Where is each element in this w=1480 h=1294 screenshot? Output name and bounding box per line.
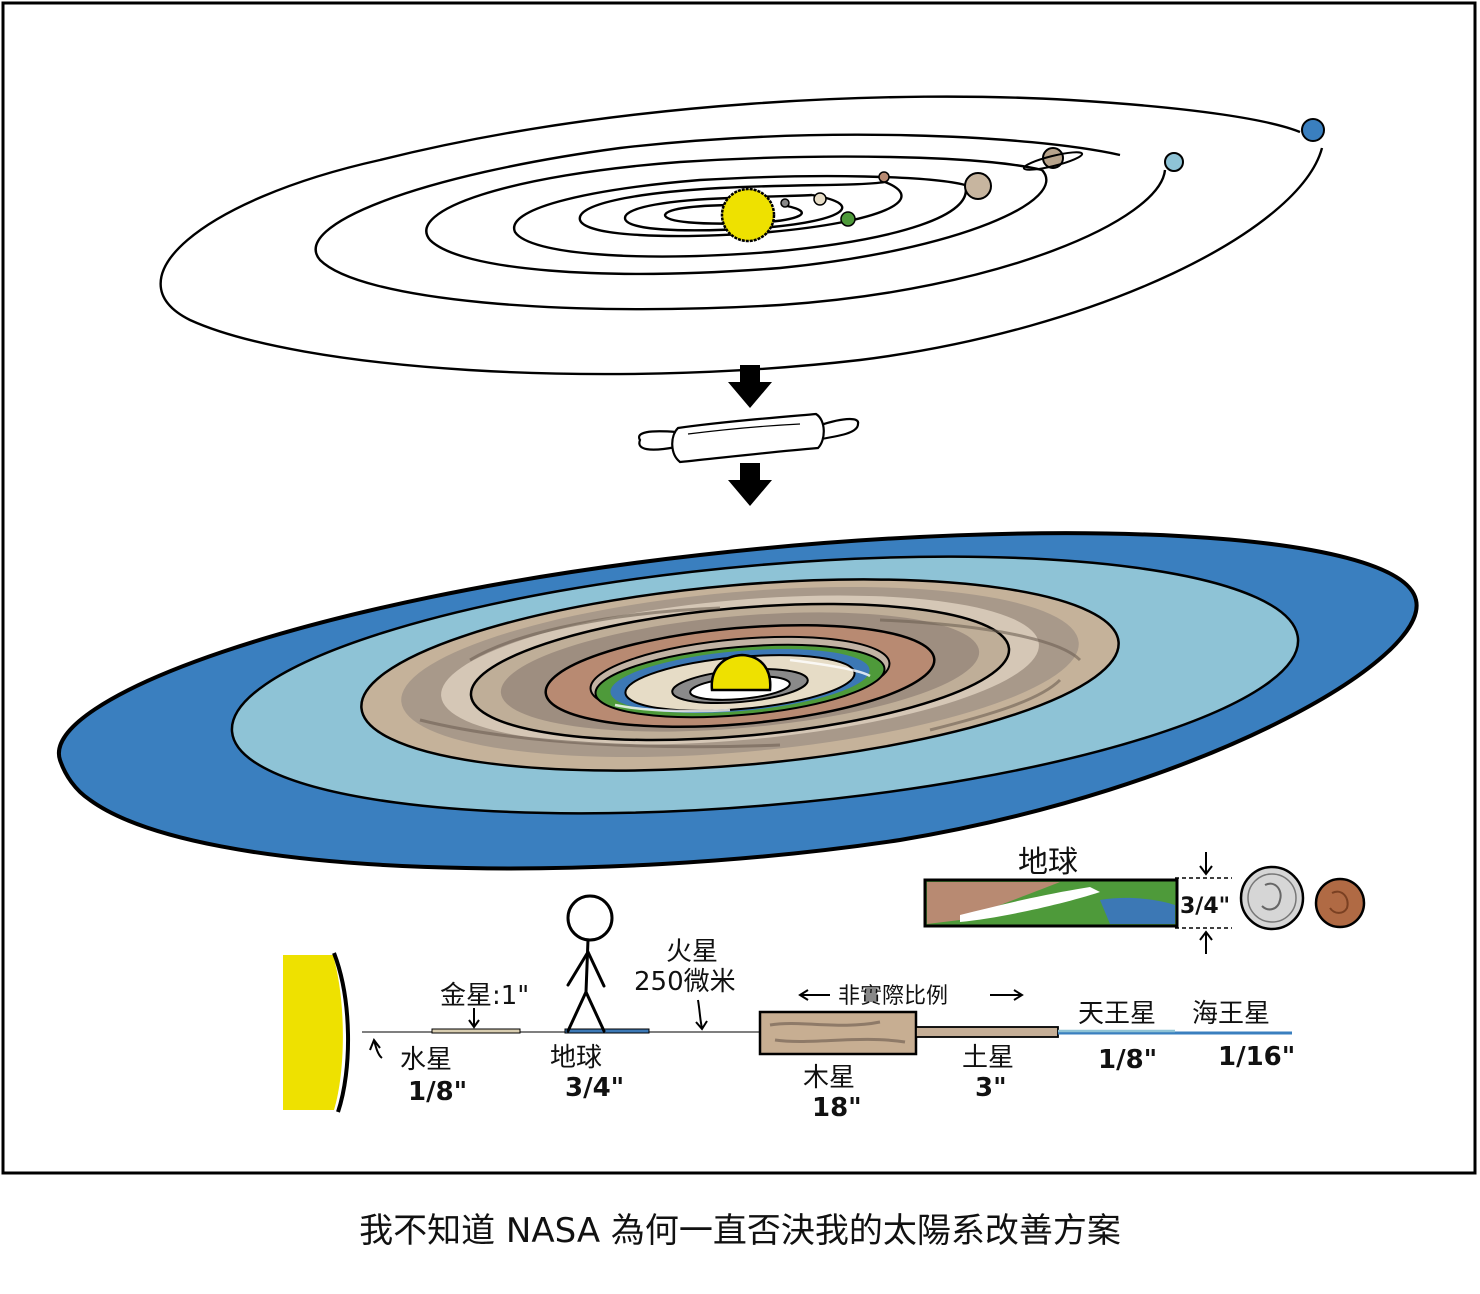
sun-edge [283, 955, 343, 1110]
earth-size-label: 3/4" [565, 1073, 624, 1103]
stick-figure-icon [566, 894, 614, 1033]
flattened-solar-system [56, 531, 1419, 871]
caption: 我不知道 NASA 為何一直否決我的太陽系改善方案 [359, 1211, 1121, 1251]
neptune-size-label: 1/16" [1218, 1042, 1295, 1072]
sun-mid [710, 653, 772, 692]
sun-top [720, 187, 776, 243]
earth-top [840, 211, 856, 227]
saturn-top [1022, 147, 1084, 171]
earth-inset-label: 地球 [1018, 845, 1078, 880]
down-arrow-icon [728, 365, 772, 408]
mercury-size-label: 1/8" [408, 1077, 467, 1107]
venus-top [813, 192, 827, 206]
earth-inset: 地球 3/4" [923, 845, 1232, 954]
sun-disc [720, 187, 776, 243]
saturn-size-label: 3" [975, 1073, 1007, 1103]
saturn-label: 土星 [962, 1043, 1014, 1073]
rolling-pin-icon [637, 412, 860, 464]
jupiter-label: 木星 [803, 1063, 855, 1093]
uranus-label: 天王星 [1078, 999, 1156, 1029]
penny-coin-icon [1314, 877, 1366, 929]
down-arrow-icon-2 [728, 463, 772, 506]
not-to-scale-label: 非實際比例 [838, 984, 948, 1009]
mars-top [878, 171, 890, 183]
jupiter-size-label: 18" [812, 1093, 862, 1123]
earth-label: 地球 [550, 1043, 602, 1073]
earth-thickness-label: 3/4" [1180, 894, 1230, 919]
mars-label: 火星 [666, 937, 718, 967]
mars-size-label: 250微米 [634, 967, 736, 997]
mercury-label: 水星 [400, 1045, 452, 1075]
neptune-top [1301, 118, 1325, 142]
venus-label: 金星:1" [440, 981, 529, 1011]
quarter-coin-icon [1239, 865, 1305, 931]
jupiter-top [964, 172, 992, 200]
scale-strip [283, 952, 1292, 1113]
neptune-label: 海王星 [1192, 999, 1270, 1029]
mercury-top [780, 198, 790, 208]
uranus-size-label: 1/8" [1098, 1045, 1157, 1075]
uranus-top [1164, 152, 1184, 172]
